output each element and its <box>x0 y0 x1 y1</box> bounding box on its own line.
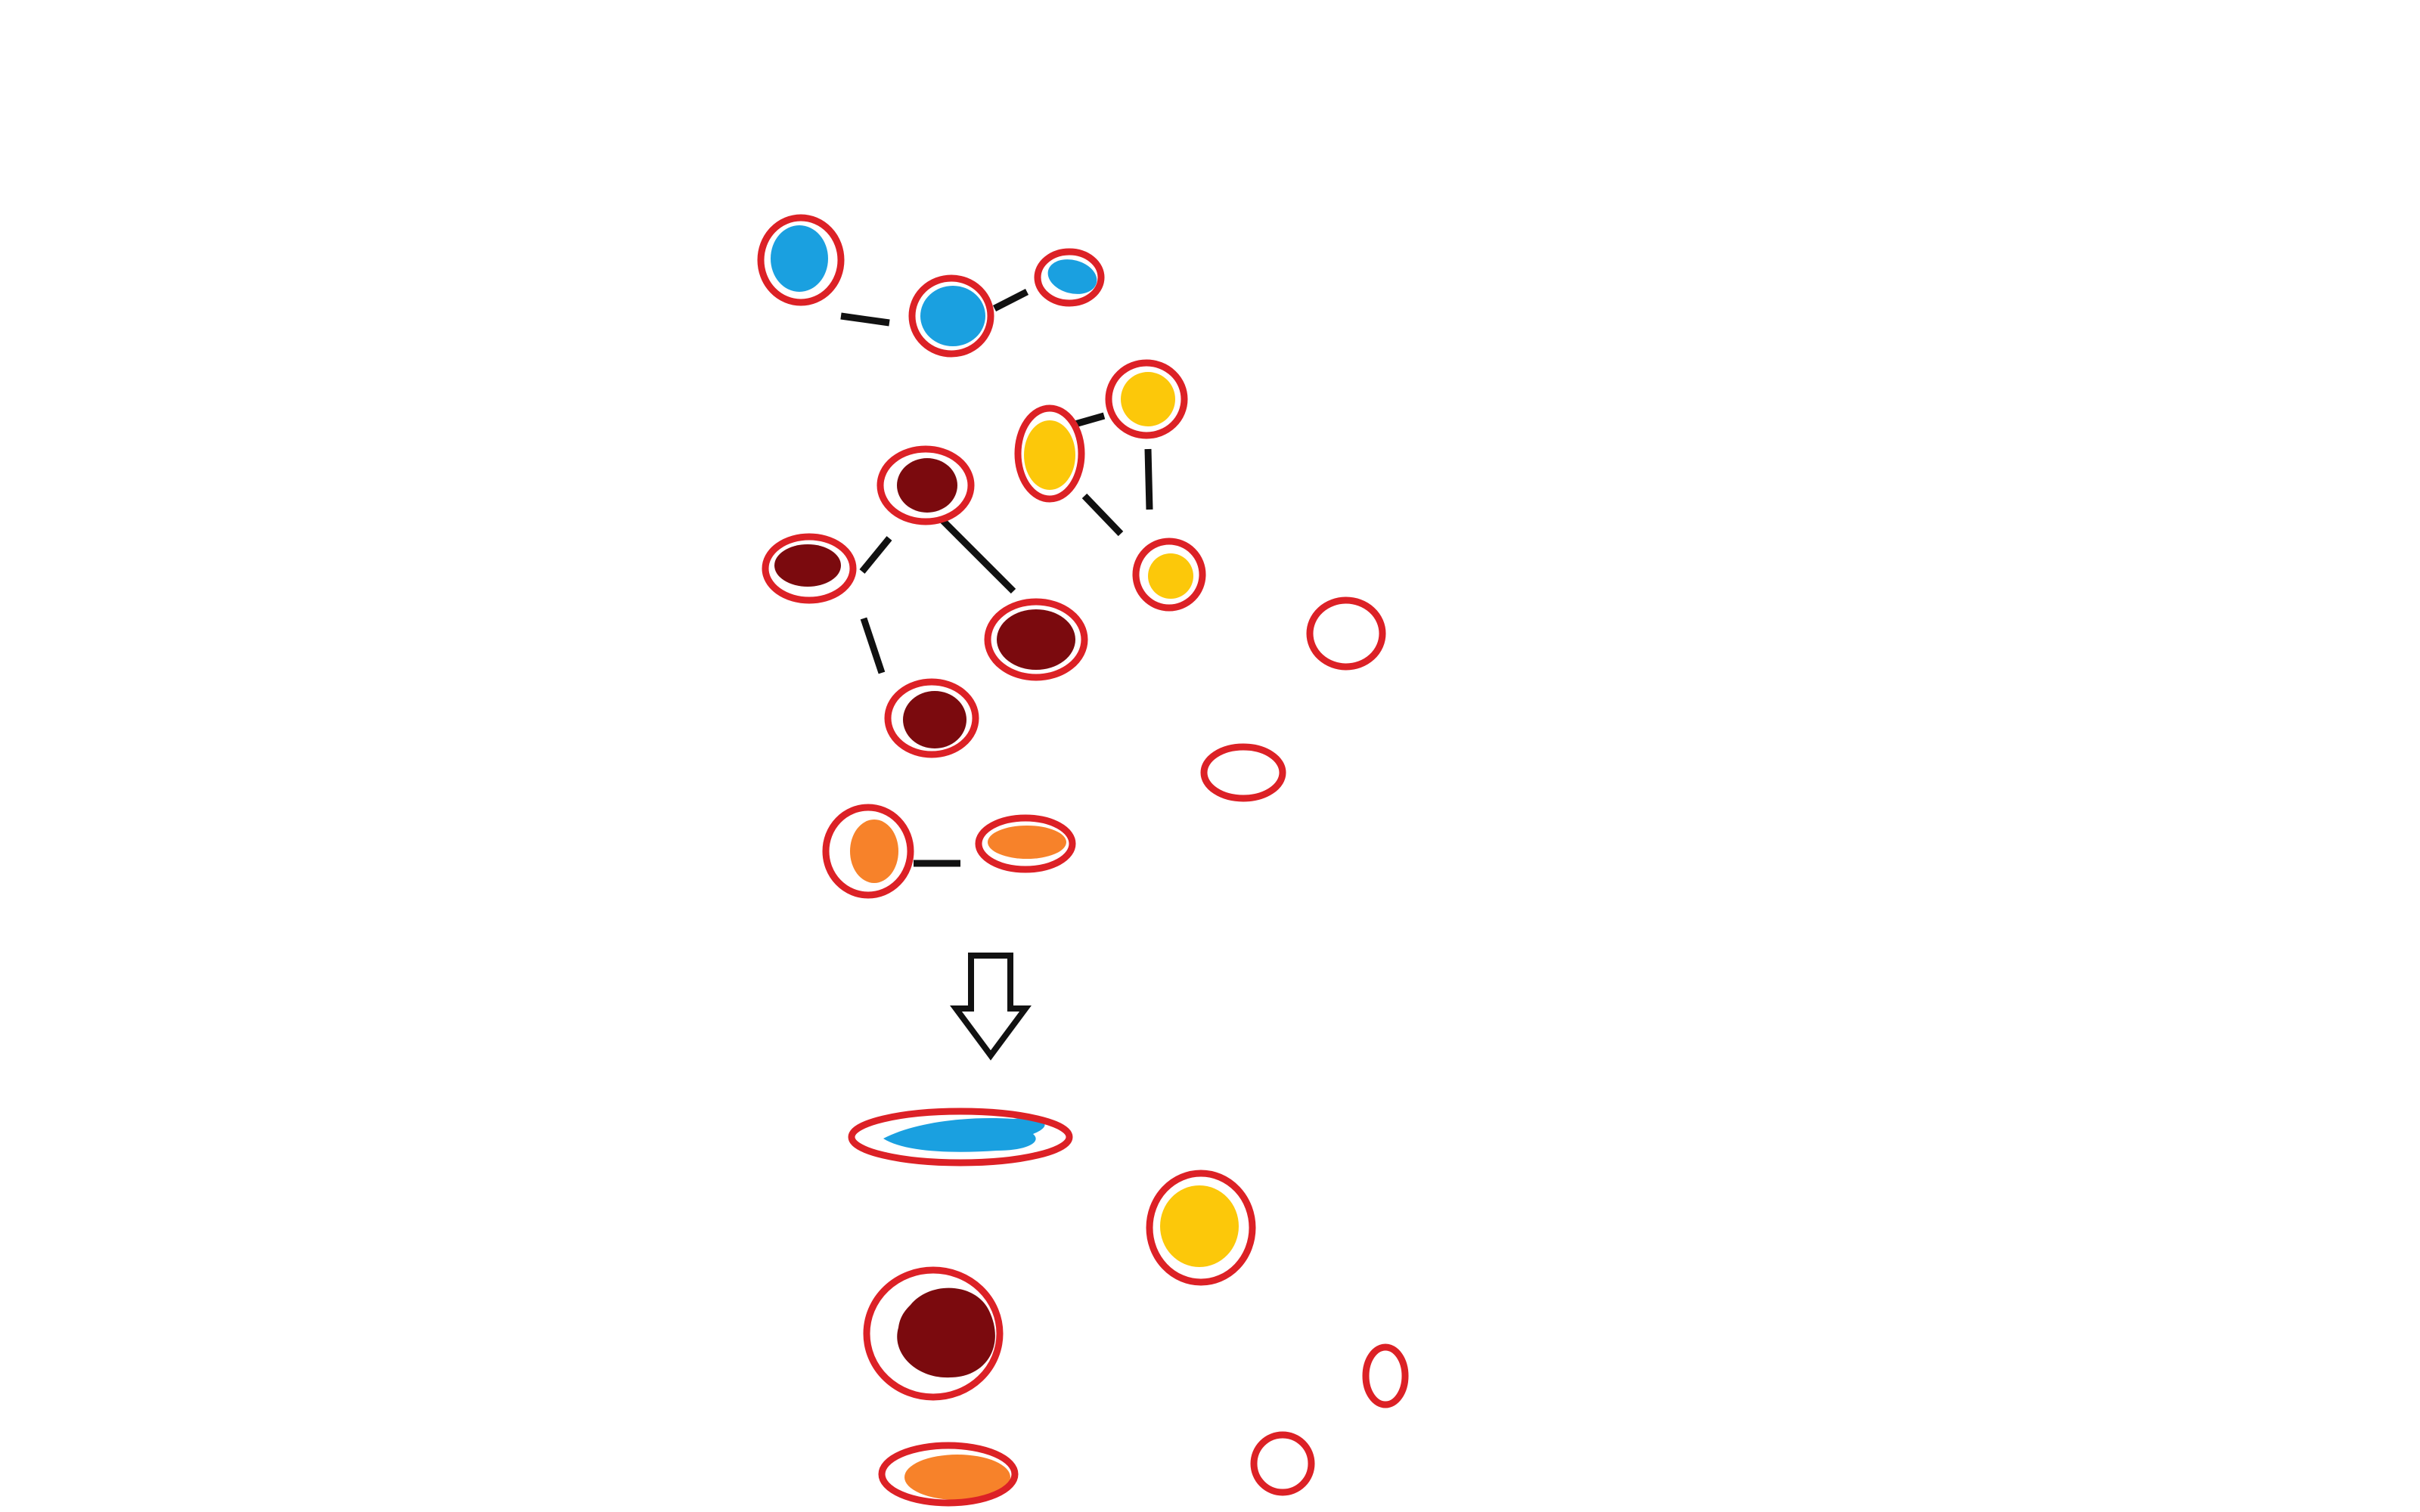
dark-red-group <box>762 445 1088 758</box>
empty-group <box>1200 596 1386 802</box>
blue-edge-1 <box>840 312 890 327</box>
orange-node-1 <box>822 804 914 899</box>
dark-red-node-2 <box>762 533 857 604</box>
yellow-node-1 <box>1014 404 1085 503</box>
yellow-node-3 <box>1132 538 1206 612</box>
blue-edge-2 <box>992 288 1029 312</box>
empty-node-1 <box>1306 596 1386 671</box>
orange-group <box>822 804 1076 899</box>
yellow-group <box>1014 359 1206 612</box>
dark-red-node-4 <box>884 678 979 758</box>
blue-group <box>757 214 1105 358</box>
yellow-edge-2 <box>1144 448 1153 510</box>
blue-node-3 <box>1034 248 1105 307</box>
dark-red-edge-1 <box>859 536 892 574</box>
dark-red-edge-2 <box>939 517 1016 594</box>
dark-red-edge-3 <box>860 617 886 674</box>
merged-empty-2 <box>1250 1431 1315 1496</box>
yellow-node-2 <box>1105 359 1188 439</box>
merged-empty-1 <box>1362 1343 1409 1408</box>
yellow-edge-1 <box>1071 412 1106 429</box>
blue-node-1 <box>757 214 845 306</box>
yellow-edge-3 <box>1081 493 1124 537</box>
orange-node-2 <box>975 814 1076 873</box>
empty-node-2 <box>1200 743 1286 802</box>
merged-dark-red <box>863 1266 1004 1401</box>
down-arrow-icon <box>950 953 1032 1061</box>
merged-yellow <box>1146 1170 1256 1286</box>
dark-red-node-3 <box>984 598 1088 681</box>
blue-node-2 <box>908 274 994 358</box>
dark-red-node-1 <box>876 445 975 525</box>
merged-blue <box>848 1108 1073 1167</box>
merged-orange <box>878 1442 1019 1507</box>
